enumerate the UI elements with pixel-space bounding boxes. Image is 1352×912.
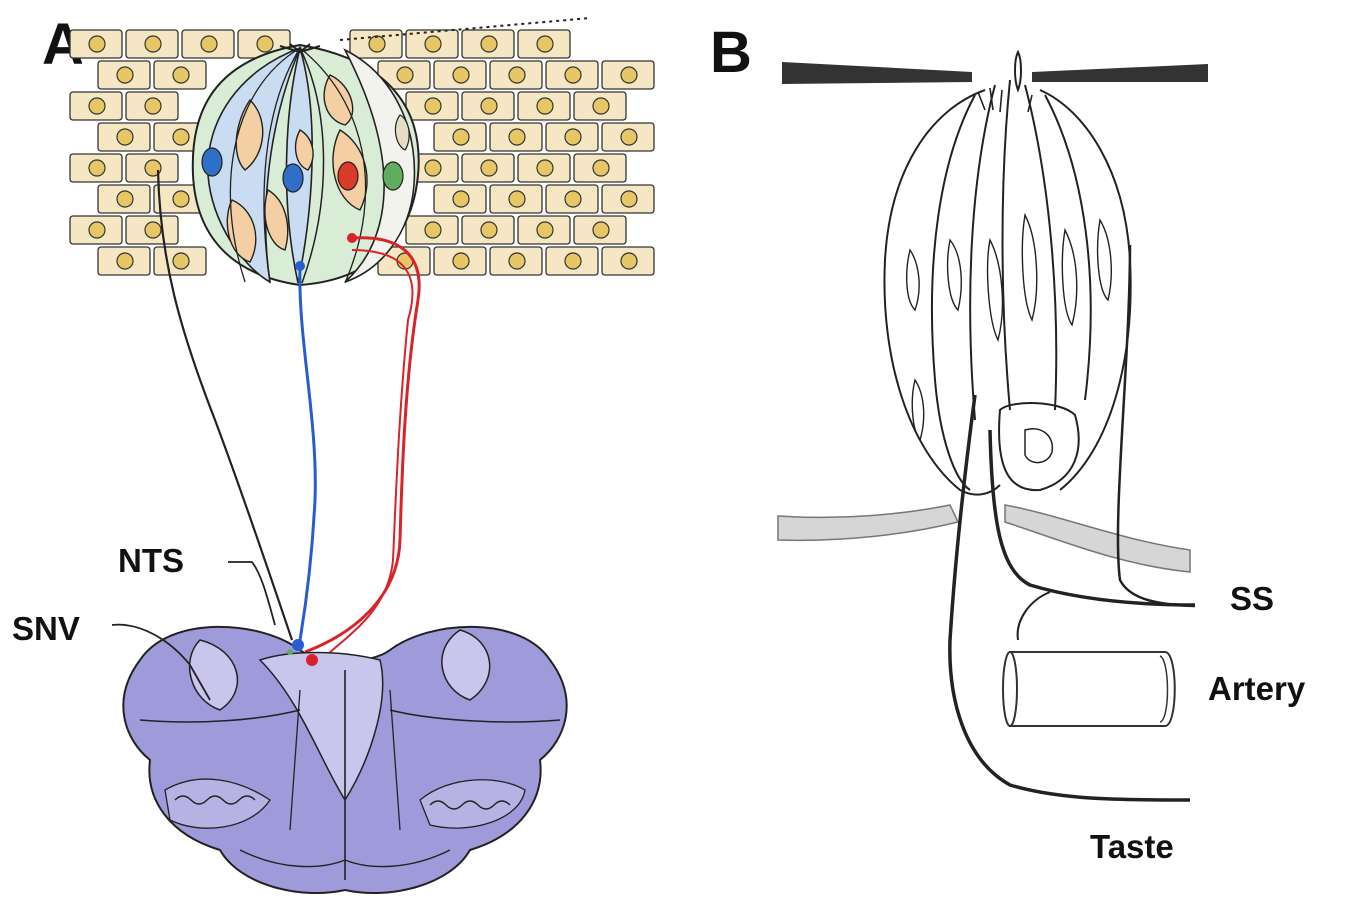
cell-nucleus: [537, 160, 553, 176]
cell-nucleus: [425, 36, 441, 52]
cell-nucleus: [481, 36, 497, 52]
cell-nucleus: [621, 191, 637, 207]
cell-nucleus: [117, 129, 133, 145]
cell-nucleus: [257, 36, 273, 52]
surface-bar-left: [782, 62, 972, 84]
cell-nucleus: [453, 191, 469, 207]
basal-band-left: [778, 505, 958, 540]
cell-nucleus: [397, 67, 413, 83]
cell-nucleus: [145, 36, 161, 52]
nts-label: NTS: [118, 542, 184, 579]
taste-bud-b: [884, 52, 1130, 495]
brainstem-section: [112, 562, 567, 893]
cell-nucleus: [481, 222, 497, 238]
taste-label: Taste: [1090, 828, 1174, 865]
cell-nucleus: [117, 67, 133, 83]
cell-nucleus: [425, 222, 441, 238]
cell-nucleus: [509, 191, 525, 207]
cell-nucleus: [565, 67, 581, 83]
cell-nucleus: [593, 222, 609, 238]
cell-nucleus: [593, 98, 609, 114]
artery-cylinder: [1003, 652, 1175, 726]
cell-nucleus: [565, 191, 581, 207]
panel-b: B: [710, 20, 1306, 865]
cell-nucleus: [425, 160, 441, 176]
snv-label: SNV: [12, 610, 80, 647]
surface-bar-right: [1032, 64, 1208, 82]
cell-nucleus: [173, 191, 189, 207]
cell-nucleus: [89, 222, 105, 238]
cell-nucleus: [453, 67, 469, 83]
cell-nucleus: [145, 222, 161, 238]
panel-b-letter: B: [710, 20, 752, 85]
cell-nucleus: [565, 129, 581, 145]
cell-nucleus: [565, 253, 581, 269]
cell-nucleus: [173, 253, 189, 269]
cell-nucleus: [453, 129, 469, 145]
cell-nucleus: [537, 98, 553, 114]
cell-nucleus: [481, 98, 497, 114]
cell-nucleus: [89, 98, 105, 114]
cell-nucleus: [621, 67, 637, 83]
panel-a: A: [12, 12, 654, 893]
cell-nucleus: [89, 36, 105, 52]
cell-nucleus: [117, 253, 133, 269]
cell-nucleus: [537, 222, 553, 238]
cell-nucleus: [537, 36, 553, 52]
cell-nucleus: [481, 160, 497, 176]
cell-nucleus: [621, 253, 637, 269]
artery-label: Artery: [1208, 670, 1306, 707]
cell-nucleus: [593, 160, 609, 176]
cell-nucleus: [145, 98, 161, 114]
cell-nucleus: [453, 253, 469, 269]
basal-band-right: [1005, 505, 1190, 572]
cell-nucleus: [509, 253, 525, 269]
cell-nucleus: [89, 160, 105, 176]
cell-nucleus: [425, 98, 441, 114]
cell-nucleus: [173, 67, 189, 83]
cell-nucleus: [509, 129, 525, 145]
cell-nucleus: [369, 36, 385, 52]
cell-nucleus: [509, 67, 525, 83]
ss-label: SS: [1230, 580, 1274, 617]
cell-nucleus: [173, 129, 189, 145]
cell-nucleus: [117, 191, 133, 207]
cell-nucleus: [201, 36, 217, 52]
cell-nucleus: [621, 129, 637, 145]
